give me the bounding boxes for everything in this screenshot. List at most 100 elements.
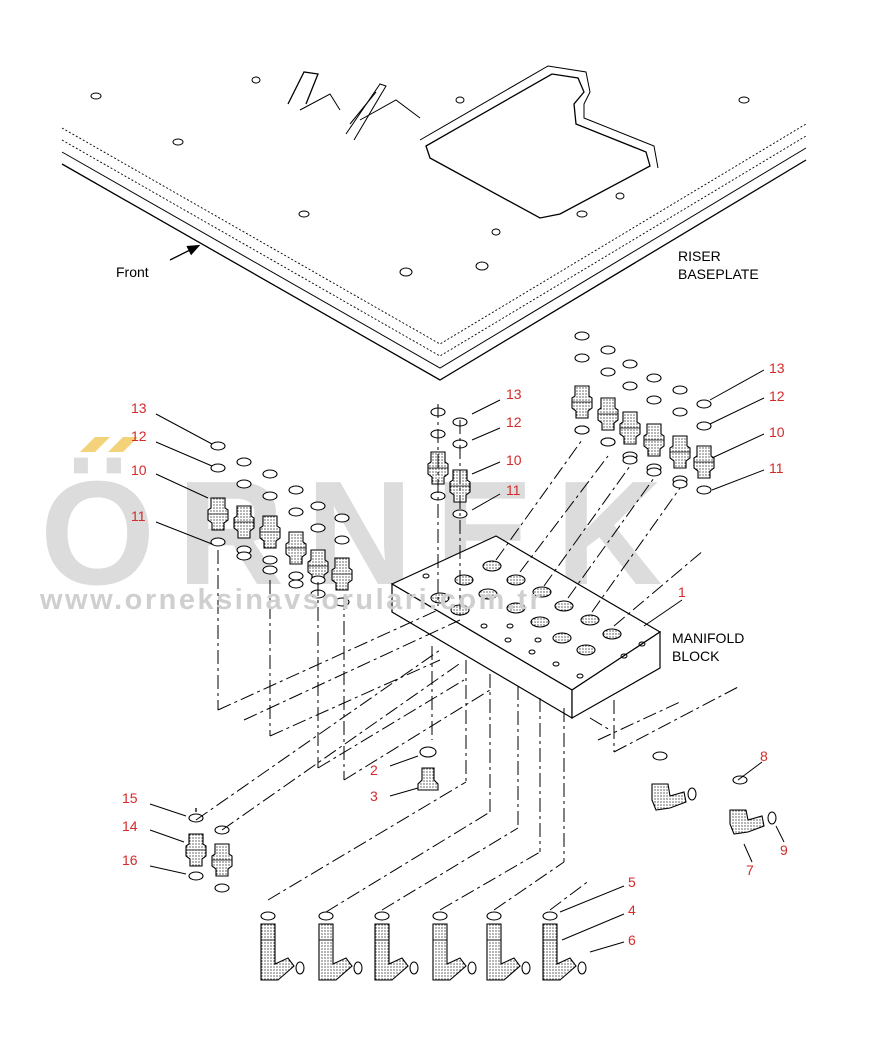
manifold-block <box>390 535 662 720</box>
o-ring <box>652 751 668 761</box>
riser-label-line2: BASEPLATE <box>678 266 759 282</box>
elbow-fitting <box>374 923 409 981</box>
o-ring <box>542 911 558 921</box>
o-ring <box>600 367 616 377</box>
o-ring <box>188 813 204 823</box>
washer <box>419 746 437 758</box>
o-ring <box>672 479 688 489</box>
watermark-url: www.orneksinavsorulari.com.tr <box>40 584 544 616</box>
o-ring <box>732 775 748 785</box>
callout-9: 9 <box>780 842 788 858</box>
o-ring <box>696 399 712 409</box>
callout-11-right: 11 <box>769 460 784 476</box>
callout-7: 7 <box>746 862 754 878</box>
o-ring <box>210 537 226 547</box>
o-ring <box>262 491 278 501</box>
o-ring <box>467 961 477 975</box>
o-ring <box>353 961 363 975</box>
o-ring <box>288 507 304 517</box>
o-ring <box>334 535 350 545</box>
o-ring <box>374 911 390 921</box>
o-ring <box>646 395 662 405</box>
callout-13-left: 13 <box>131 400 147 416</box>
o-ring <box>600 345 616 355</box>
o-ring <box>288 485 304 495</box>
callout-3: 3 <box>370 788 378 804</box>
o-ring <box>214 883 230 893</box>
o-ring <box>334 513 350 523</box>
callout-5: 5 <box>628 874 636 890</box>
o-ring <box>574 353 590 363</box>
o-ring <box>574 425 590 435</box>
o-ring <box>622 381 638 391</box>
riser-baseplate <box>61 65 807 381</box>
callout-2: 2 <box>370 762 378 778</box>
elbow-fitting <box>432 923 467 981</box>
o-ring <box>696 421 712 431</box>
callout-4: 4 <box>628 902 636 918</box>
o-ring <box>210 441 226 451</box>
o-ring <box>260 911 276 921</box>
o-ring <box>318 911 334 921</box>
front-label: Front <box>116 264 149 280</box>
o-ring <box>672 385 688 395</box>
front-arrow <box>169 244 201 261</box>
elbow-fitting <box>486 923 521 981</box>
callout-10-left: 10 <box>131 462 147 478</box>
o-ring <box>600 437 616 447</box>
callout-6: 6 <box>628 932 636 948</box>
manifold-label-line2: BLOCK <box>672 648 720 664</box>
centerlines <box>195 404 741 913</box>
o-ring <box>262 565 278 575</box>
o-ring <box>646 373 662 383</box>
o-ring <box>622 455 638 465</box>
o-ring <box>334 597 350 607</box>
callout-16: 16 <box>122 852 138 868</box>
o-ring <box>288 579 304 589</box>
o-ring <box>646 467 662 477</box>
o-ring <box>672 407 688 417</box>
o-ring <box>409 961 419 975</box>
elbow-fitting-side <box>729 809 765 835</box>
o-ring <box>310 523 326 533</box>
o-ring <box>262 555 278 565</box>
callout-1: 1 <box>678 584 686 600</box>
callout-13-mid: 13 <box>506 386 522 402</box>
elbow-fitting <box>260 923 295 981</box>
callout-11-left: 11 <box>131 508 146 524</box>
elbow-fitting <box>318 923 353 981</box>
o-ring <box>295 961 305 975</box>
riser-label-line1: RISER <box>678 248 721 264</box>
o-ring <box>310 501 326 511</box>
o-ring <box>486 911 502 921</box>
callout-10-mid: 10 <box>506 452 522 468</box>
o-ring <box>574 331 590 341</box>
o-ring <box>210 463 226 473</box>
callout-13-right: 13 <box>769 360 785 376</box>
callout-12-right: 12 <box>769 388 785 404</box>
callout-8: 8 <box>760 748 768 764</box>
o-ring <box>262 469 278 479</box>
callout-14: 14 <box>122 818 138 834</box>
bolt <box>417 767 439 791</box>
elbow-fitting-side <box>651 783 687 811</box>
o-ring <box>577 961 587 975</box>
callout-12-mid: 12 <box>506 414 522 430</box>
o-ring <box>236 479 252 489</box>
callout-12-left: 12 <box>131 428 147 444</box>
callout-11-mid: 11 <box>506 482 521 498</box>
o-ring <box>696 485 712 495</box>
o-ring <box>687 787 697 801</box>
o-ring <box>521 961 531 975</box>
leader-lines <box>149 369 785 953</box>
o-ring <box>236 457 252 467</box>
fitting-stacks <box>185 331 777 981</box>
callout-10-right: 10 <box>769 424 785 440</box>
elbow-fitting <box>542 923 577 981</box>
o-ring <box>236 551 252 561</box>
callout-15: 15 <box>122 790 138 806</box>
o-ring <box>288 571 304 581</box>
